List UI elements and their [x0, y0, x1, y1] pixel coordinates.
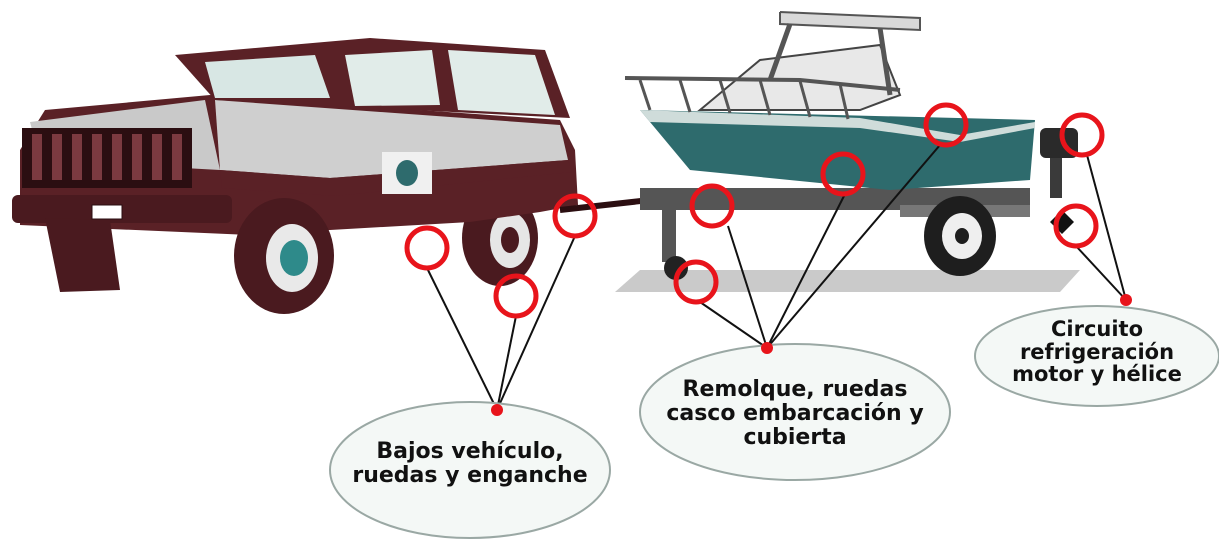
inspection-circle-hitch	[552, 193, 598, 239]
inspection-circle-deck	[923, 102, 969, 148]
connector-lines	[426, 144, 1127, 411]
label-vehicle: Bajos vehículo, ruedas y enganche	[352, 439, 588, 488]
callout-bubble-engine	[974, 305, 1219, 407]
label-engine: Circuito refrigeración motor y hélice	[1012, 317, 1182, 387]
inspection-circle-propeller	[1053, 203, 1099, 249]
inspection-circle-trailer-frame	[689, 183, 735, 229]
callout-bubble-vehicle	[329, 401, 611, 539]
boat-illustration	[624, 11, 1078, 234]
connector-dot-vehicle	[491, 404, 503, 416]
connector-dot-engine	[1120, 294, 1132, 306]
inspection-circle-hull-mid	[820, 151, 866, 197]
connector-dot-trailer	[761, 342, 773, 354]
inspection-circle-underbody	[404, 225, 450, 271]
truck-illustration	[12, 38, 651, 314]
label-trailer: Remolque, ruedas casco embarcación y cub…	[666, 377, 924, 450]
inspection-circle-trailer-jack	[673, 259, 719, 305]
callout-bubble-trailer	[639, 343, 951, 481]
inspection-circle-motor	[1059, 112, 1105, 158]
trailer-illustration	[640, 188, 1030, 280]
inspection-circle-rear-wheel	[493, 273, 539, 319]
